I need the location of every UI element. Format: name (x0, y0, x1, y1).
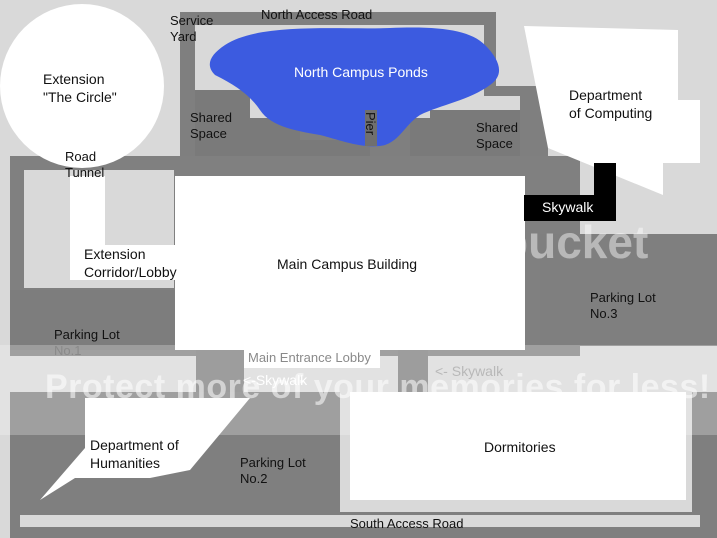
label-dormitories: Dormitories (484, 439, 556, 455)
dormitories (350, 392, 686, 500)
extension-corridor (70, 245, 180, 280)
label-department-of-computing: Department of Computing (569, 87, 653, 121)
label-department-of-humanities: Department of Humanities (90, 437, 179, 471)
label-service-yard: Service Yard (170, 13, 214, 44)
label-north-access-road: North Access Road (261, 7, 373, 22)
north-campus-ponds (209, 27, 500, 147)
label-main-entrance-lobby: Main Entrance Lobby (248, 350, 371, 365)
label-skywalk-left: <-Skywalk (243, 372, 308, 388)
stair-west (10, 392, 75, 500)
label-parking-lot-1-number: No.1 (54, 343, 82, 358)
south-skywalk-east (398, 350, 428, 392)
south-skywalk-west (196, 350, 244, 392)
north-road-west-lane (180, 12, 195, 176)
pier (365, 110, 377, 146)
department-of-humanities (40, 398, 250, 500)
watermark-brand: bucket (500, 216, 649, 268)
label-pier: Pier (363, 112, 378, 136)
watermark-band (0, 345, 717, 435)
label-north-campus-ponds: North Campus Ponds (294, 64, 428, 80)
label-main-campus-building: Main Campus Building (277, 256, 418, 272)
label-parking-lot-1: Parking Lot (54, 327, 120, 342)
shared-space-right (410, 110, 520, 160)
main-campus-building (175, 176, 525, 350)
department-of-computing (524, 26, 700, 195)
parking-lot-3 (540, 234, 717, 346)
label-skywalk-box: Skywalk (542, 199, 594, 215)
label-extension-circle: Extension "The Circle" (43, 71, 117, 105)
label-road-tunnel: Road Tunnel (65, 149, 105, 180)
watermark-text: Protect more of your memories for less! (45, 368, 711, 406)
label-shared-space-right: Shared Space (476, 120, 518, 151)
label-parking-lot-3: Parking Lot No.3 (590, 290, 656, 321)
south-access-road (20, 515, 700, 527)
label-extension-corridor: Extension Corridor/Lobby (84, 246, 177, 280)
main-entrance-lobby (244, 346, 380, 368)
skywalk-box (524, 195, 616, 221)
label-shared-space-left: Shared Space (190, 110, 232, 141)
skywalk-connector (594, 163, 616, 197)
label-south-access-road: South Access Road (350, 516, 464, 531)
label-parking-lot-2: Parking Lot No.2 (240, 455, 306, 486)
parking-lot-1 (10, 290, 185, 350)
extension-circle (0, 4, 164, 168)
label-skywalk-right: <- Skywalk (435, 363, 504, 379)
